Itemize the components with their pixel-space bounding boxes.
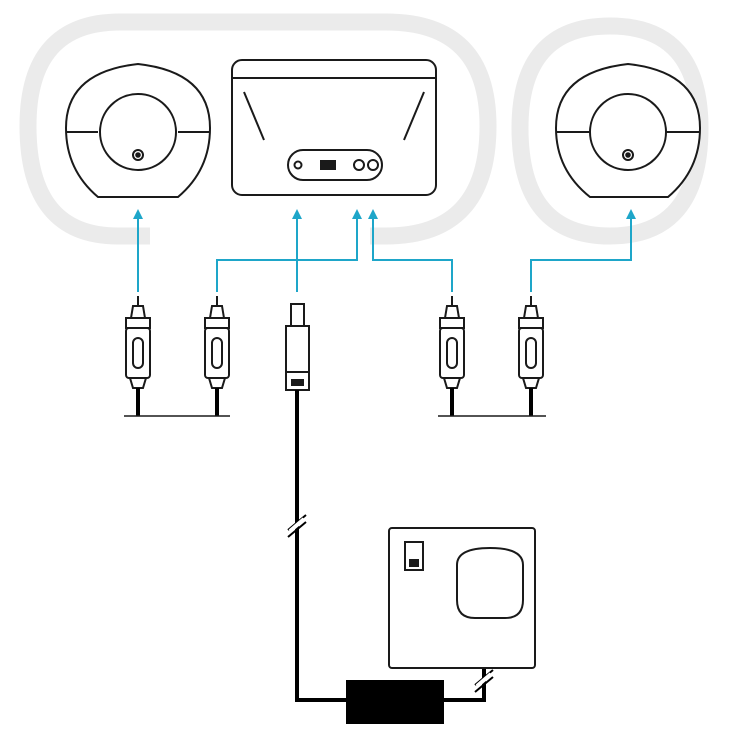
wall-socket <box>388 527 536 669</box>
left-speaker <box>64 62 212 198</box>
rca-plug-right-speaker <box>518 296 544 416</box>
rca-plug-aux-in-2 <box>439 296 465 416</box>
usb-port <box>320 160 336 170</box>
rca-plug-left-speaker <box>125 296 151 416</box>
right-speaker <box>554 62 702 198</box>
usb-plug <box>285 303 310 391</box>
rca-plug-aux-in-1 <box>204 296 230 416</box>
power-adapter <box>346 680 444 724</box>
usb-port-dc <box>293 160 303 170</box>
cable-break-gaps <box>288 517 493 688</box>
surround-outline <box>19 13 709 245</box>
plug-in-socket <box>456 546 524 619</box>
aux-port-left <box>353 159 365 171</box>
base-unit <box>231 59 437 196</box>
aux-port-right <box>367 159 379 171</box>
connection-arrows <box>133 209 636 292</box>
